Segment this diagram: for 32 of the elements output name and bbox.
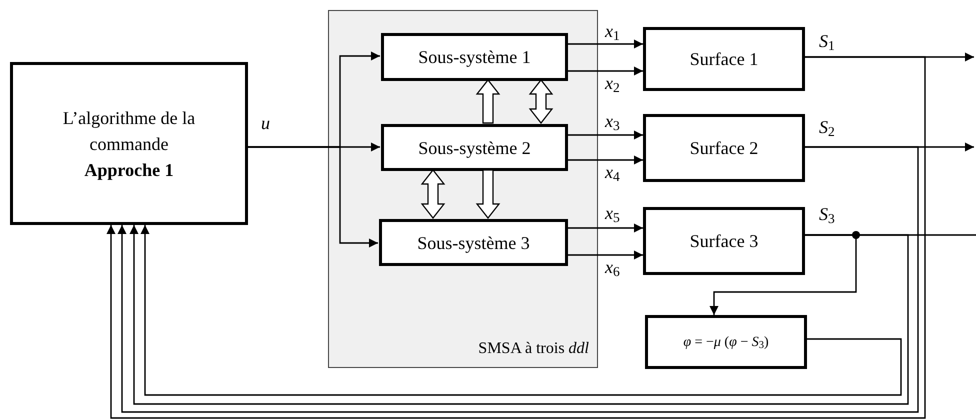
subsystem-group-panel [328, 10, 598, 368]
block-label: Sous-système 3 [417, 232, 530, 255]
block-box [379, 219, 568, 266]
arrow [567, 130, 643, 140]
block-box [643, 27, 805, 91]
arrow [567, 66, 643, 76]
group-label: SMSA à trois ddl [478, 339, 589, 359]
block-label: Surface 3 [690, 230, 758, 253]
block-label: Surface 2 [690, 137, 758, 160]
block-box [643, 114, 805, 182]
arrow [567, 156, 643, 164]
arrow [567, 40, 643, 48]
block-label: Surface 1 [690, 48, 758, 71]
arrow [567, 250, 643, 260]
hollow-block-arrow [528, 79, 554, 124]
block-label: φ = −μ (φ − S$_{3}$) [683, 334, 769, 352]
block-label: L’algorithme de la commande [62, 106, 196, 156]
hollow-block-arrow [476, 79, 500, 124]
block-label: Sous-système 1 [418, 46, 531, 69]
arrow [106, 56, 926, 419]
hollow-block-arrow [420, 169, 446, 219]
arrow [567, 224, 643, 232]
block-label: Sous-système 2 [418, 136, 531, 160]
hollow-block-arrow [476, 169, 500, 219]
block-box [10, 62, 248, 225]
block-box [645, 315, 807, 369]
arrow [118, 146, 919, 413]
arrow [248, 146, 378, 248]
block-box [381, 33, 568, 81]
block-box [381, 124, 568, 171]
block-sublabel: Approche 1 [84, 158, 174, 182]
block-box [643, 207, 805, 275]
